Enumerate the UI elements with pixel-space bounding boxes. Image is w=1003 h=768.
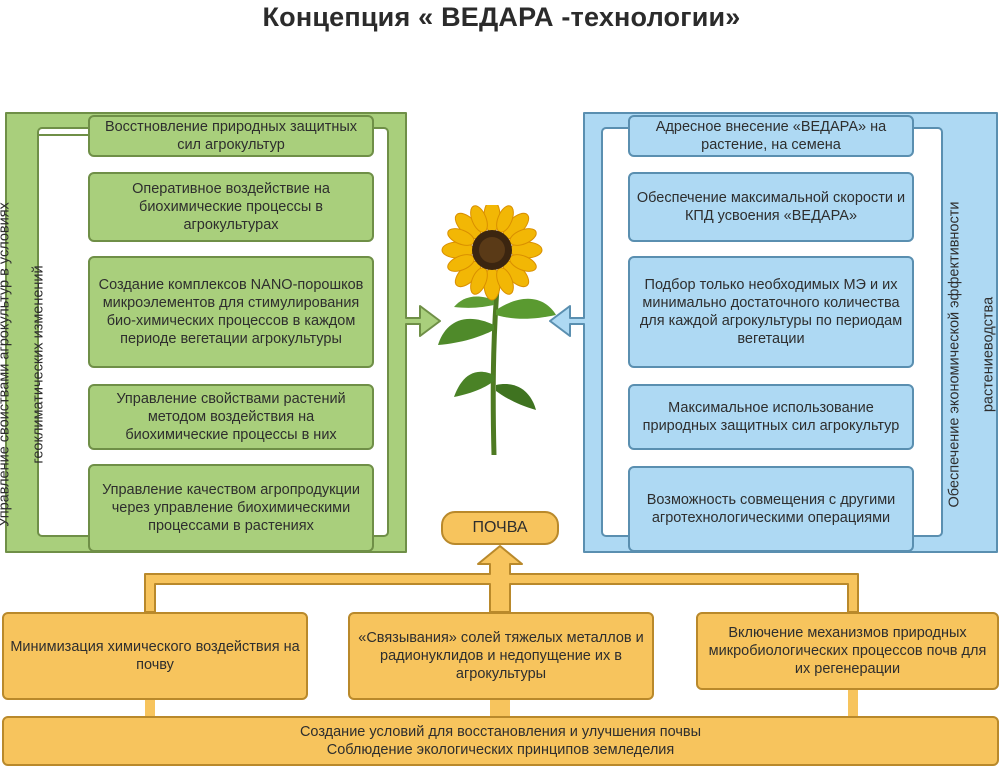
left-side-label: Управление свойствами агрокультур в усло… [0, 145, 65, 585]
right-side-label-line2: растениеводства [980, 296, 997, 413]
left-item-4: Управление свойствами растений методом в… [88, 384, 374, 450]
left-item-2: Оперативное воздействие на биохимические… [88, 172, 374, 242]
left-item-3: Создание комплексов NANO-порошков микроэ… [88, 256, 374, 368]
right-item-2: Обеспечение максимальной скорости и КПД … [628, 172, 914, 242]
left-item-5: Управление качеством агропродукции через… [88, 464, 374, 552]
right-item-3: Подбор только необходимых МЭ и их минима… [628, 256, 914, 368]
left-item-1: Восстновление природных защитных сил агр… [88, 115, 374, 157]
soil-item-3: Включение механизмов природных микробиол… [696, 612, 999, 690]
soil-item-1: Минимизация химического воздействия на п… [2, 612, 308, 700]
soil-base-line2: Соблюдение экологических принципов земле… [326, 742, 675, 758]
soil-tree [144, 545, 859, 716]
soil-label: ПОЧВА [441, 511, 559, 545]
soil-base-line1: Создание условий для восстановления и ул… [299, 724, 702, 740]
right-item-5: Возможность совмещения с другими агротех… [628, 466, 914, 552]
soil-item-2: «Связывания» солей тяжелых металлов и ра… [348, 612, 654, 700]
sunflower-image [438, 205, 556, 456]
soil-base: Создание условий для восстановления и ул… [2, 716, 999, 766]
left-side-label-line1: Управление свойствами агрокультур в усло… [0, 202, 13, 527]
title-brand: ВЕДАРА [441, 2, 554, 32]
right-item-1: Адресное внесение «ВЕДАРА» на растение, … [628, 115, 914, 157]
right-item-4: Максимальное использование природных защ… [628, 384, 914, 450]
right-side-label: Обеспечение экономической эффективности … [930, 135, 1003, 575]
title-suffix: -технологии» [561, 2, 741, 32]
title-prefix: Концепция « [262, 2, 434, 32]
page-title: Концепция « ВЕДАРА -технологии» [0, 2, 1003, 33]
right-side-label-line1: Обеспечение экономической эффективности [946, 201, 963, 508]
left-side-label-line2: геоклиматических изменений [30, 265, 47, 464]
